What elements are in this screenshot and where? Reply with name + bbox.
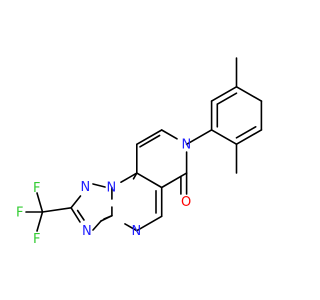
aryl-n-bond <box>185 129 213 146</box>
n-pyridone-label: N <box>182 138 192 153</box>
molecule-canvas: N N N N N O F F F <box>16 57 263 247</box>
pyrimidine-ring <box>100 172 163 232</box>
structure-diagram: N N N N N O F F F <box>16 57 263 247</box>
n-triazole-bottom-label: N <box>82 224 92 239</box>
dimethylphenyl-ring <box>210 86 263 145</box>
n-pyrimidine-label: N <box>132 224 142 239</box>
cf3-bond <box>41 207 72 213</box>
o-carbonyl-label: O <box>181 195 191 210</box>
f-bottom-label: F <box>33 232 40 247</box>
n-bridgehead-label: N <box>107 181 117 196</box>
triazole-ring <box>70 183 113 231</box>
f-top-label: F <box>33 181 40 196</box>
cf-bottom-bond <box>36 211 44 232</box>
n-triazole-top-label: N <box>81 180 91 195</box>
f-left-label: F <box>16 206 23 221</box>
cf-top-bond <box>36 192 44 213</box>
pyridinone-ring <box>136 129 188 189</box>
